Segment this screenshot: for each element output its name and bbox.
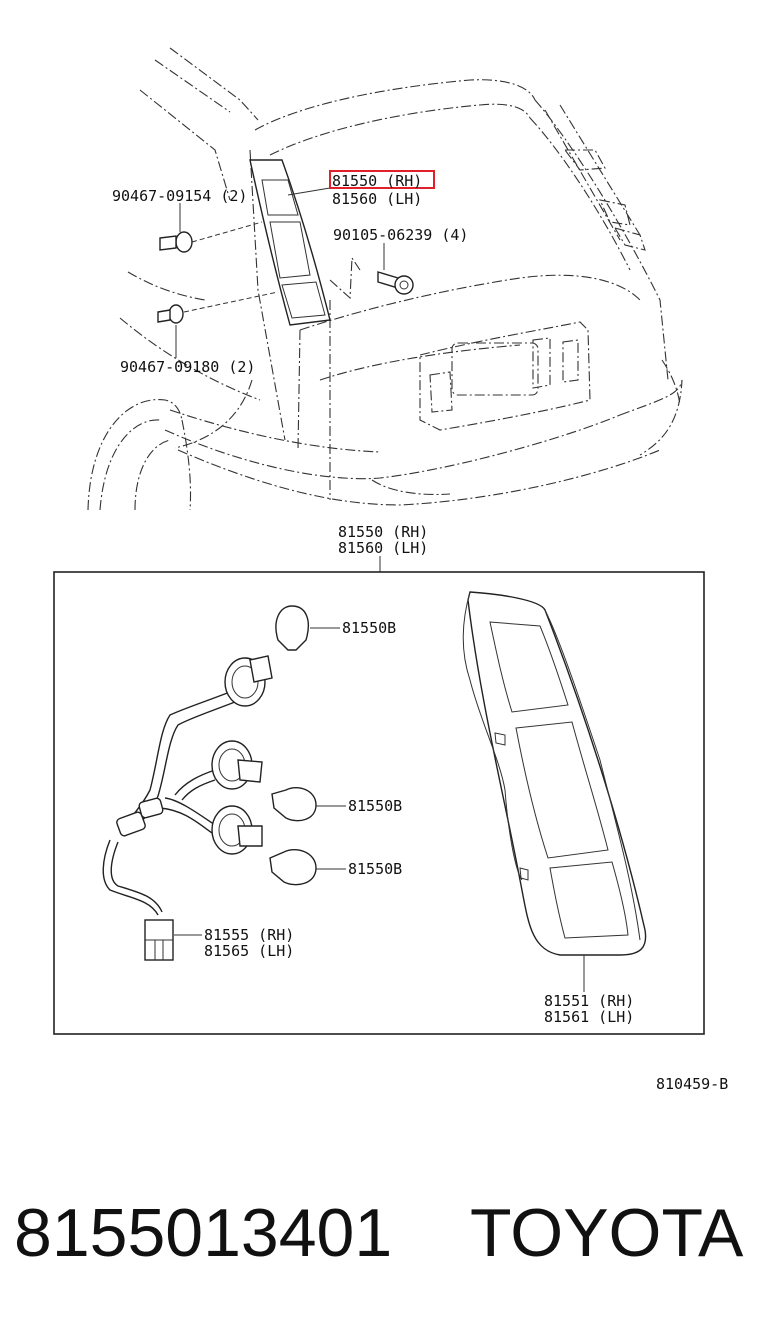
- callout-assy-lh[interactable]: 81560 (LH): [332, 190, 422, 208]
- exploded-view-box: [53, 571, 705, 1035]
- box-title-rh[interactable]: 81550 (RH): [338, 523, 428, 541]
- callout-lens-rh[interactable]: 81551 (RH): [544, 992, 634, 1010]
- box-title-lh[interactable]: 81560 (LH): [338, 539, 428, 557]
- bulb-lower-icon: [269, 849, 346, 886]
- connector-icon: [144, 919, 174, 961]
- screw-icon: [377, 271, 414, 295]
- callout-assy-rh[interactable]: 81550 (RH): [332, 172, 422, 190]
- part-number: 8155013401: [14, 1195, 392, 1271]
- wire-harness: [102, 689, 241, 916]
- callout-clip-lower[interactable]: 90467-09180 (2): [120, 358, 255, 376]
- figure-code: 810459-B: [656, 1075, 728, 1093]
- highlight-box: [329, 170, 435, 189]
- callout-bulb-2[interactable]: 81550B: [348, 797, 402, 815]
- socket-lower-icon: [211, 805, 263, 855]
- callout-screw[interactable]: 90105-06239 (4): [333, 226, 468, 244]
- brand-name: TOYOTA: [470, 1195, 744, 1271]
- lens-housing-icon: [462, 591, 647, 956]
- callout-lens-lh[interactable]: 81561 (LH): [544, 1008, 634, 1026]
- bulb-middle-icon: [271, 787, 346, 822]
- socket-upper-icon: [224, 655, 273, 707]
- clip-upper-icon: [159, 221, 263, 253]
- clip-lower-icon: [157, 291, 279, 324]
- tail-lamp-on-vehicle: [249, 159, 331, 326]
- vehicle-rear-outline: [87, 47, 683, 511]
- callout-bulb-3[interactable]: 81550B: [348, 860, 402, 878]
- callout-socket-rh[interactable]: 81555 (RH): [204, 926, 294, 944]
- bulb-upper-icon: [275, 605, 340, 651]
- callout-bulb-1[interactable]: 81550B: [342, 619, 396, 637]
- leader-lines-top: [175, 187, 385, 358]
- callout-clip-upper[interactable]: 90467-09154 (2): [112, 187, 247, 205]
- callout-socket-lh[interactable]: 81565 (LH): [204, 942, 294, 960]
- socket-middle-icon: [211, 740, 263, 790]
